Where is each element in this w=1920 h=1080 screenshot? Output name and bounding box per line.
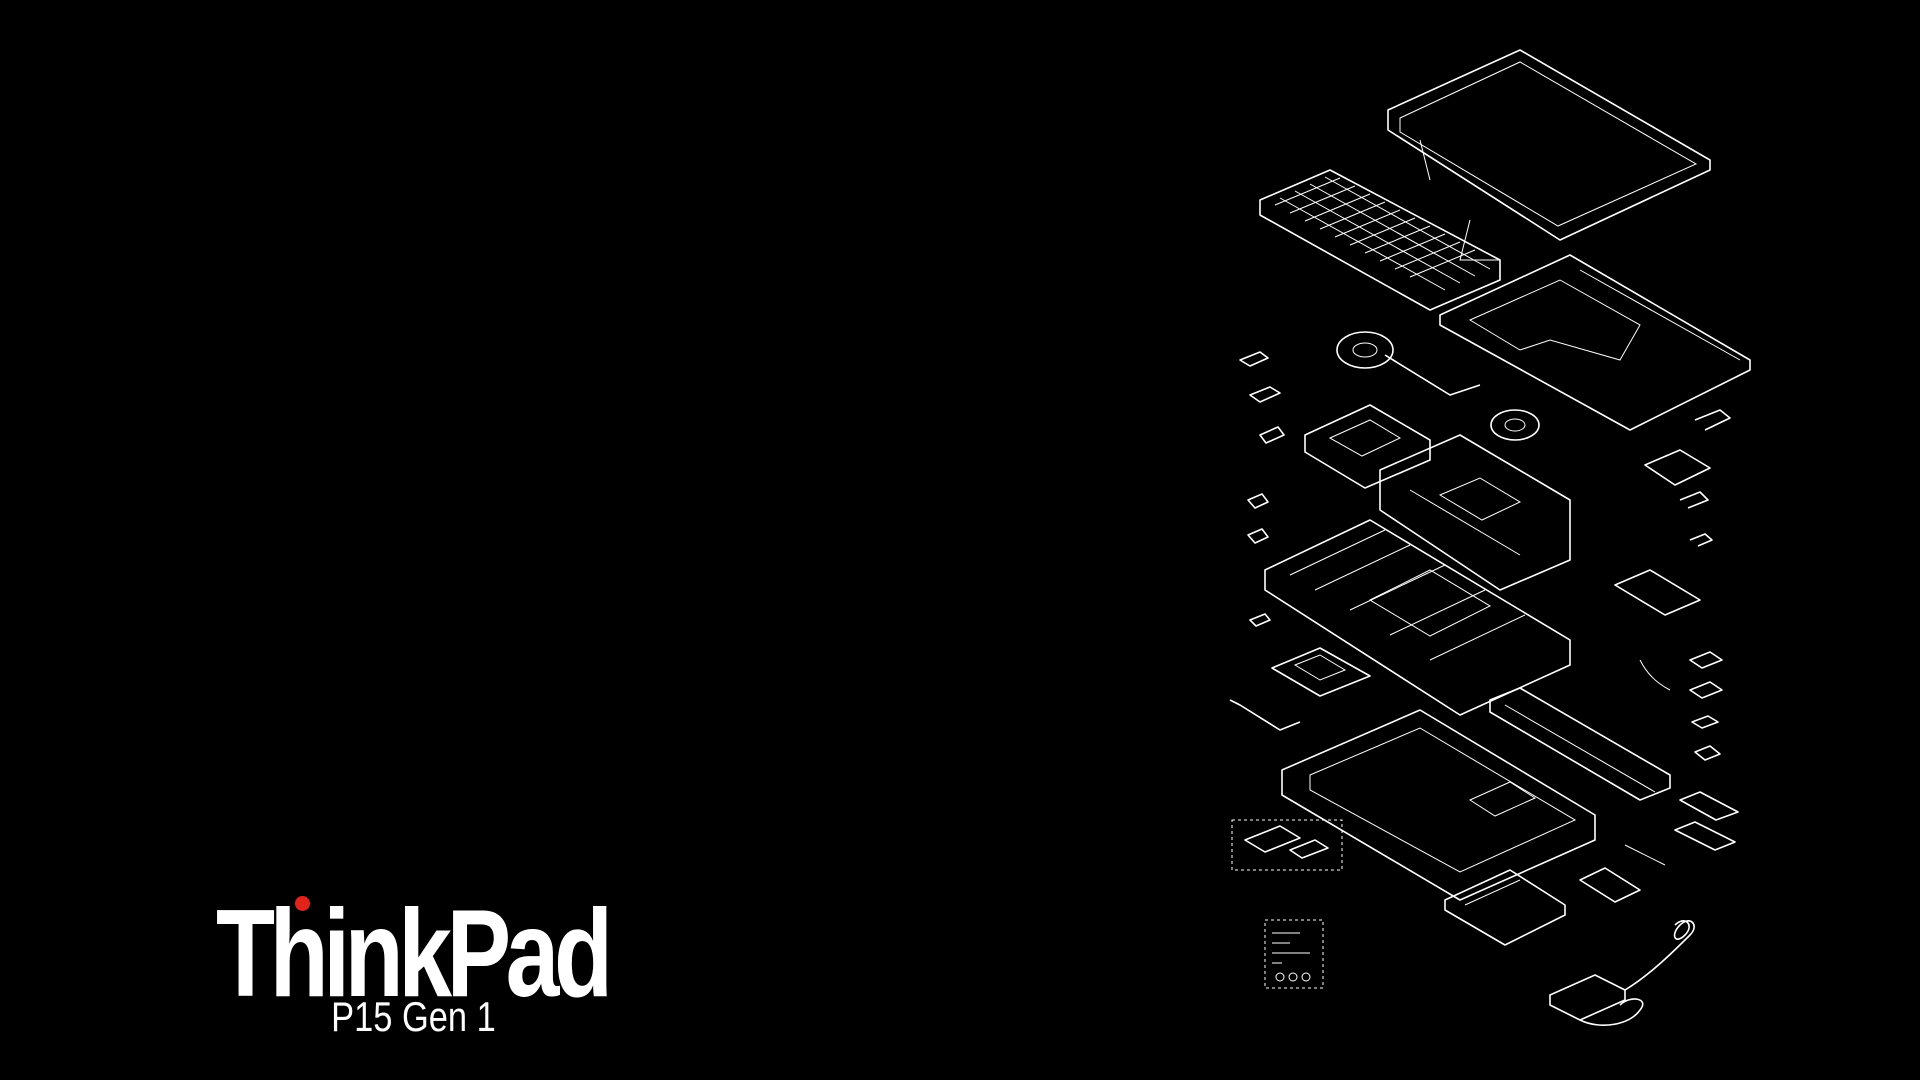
power-adapter-icon — [1549, 920, 1695, 1026]
palmrest-icon — [1439, 254, 1751, 431]
service-door-icon — [1444, 869, 1566, 946]
display-panel-icon — [1387, 49, 1711, 261]
brand-red-dot-icon — [295, 896, 310, 911]
chassis-frame-icon — [1264, 519, 1571, 716]
thermal-module-icon — [1336, 331, 1540, 441]
brand-logo: ThinkPad P15 Gen 1 — [216, 892, 613, 1042]
motherboard-icon — [1379, 434, 1571, 591]
antenna-icons — [1639, 409, 1731, 691]
gpu-board-icon — [1304, 404, 1431, 489]
screw-kit-icon — [1231, 819, 1343, 989]
keyboard-icon — [1259, 169, 1501, 311]
touchpad-icon — [1271, 647, 1371, 697]
brand-wordmark: ThinkPad — [216, 885, 613, 1023]
model-name: P15 Gen 1 — [331, 993, 496, 1040]
exploded-laptop-diagram-icon — [1220, 40, 1780, 1030]
cable-icon — [1229, 699, 1301, 731]
bracket-icons — [1239, 351, 1285, 627]
memory-module-icons — [1614, 449, 1739, 851]
ssd-icon — [1579, 844, 1666, 903]
bottom-cover-icon — [1281, 709, 1596, 901]
battery-icon — [1489, 687, 1671, 801]
